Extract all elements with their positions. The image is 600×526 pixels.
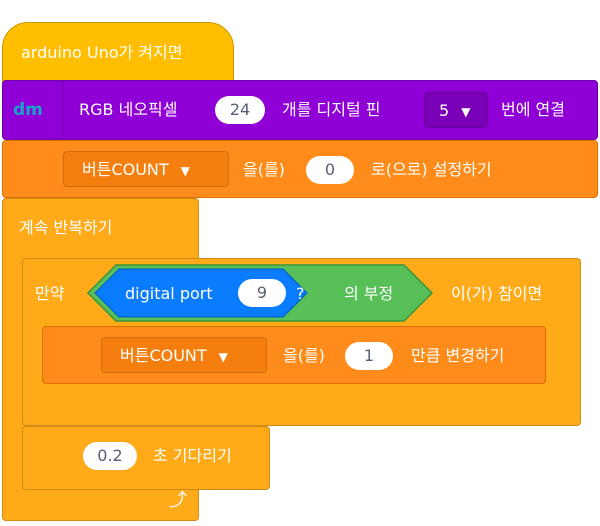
set-variable-dropdown[interactable]: 버튼COUNT ▼ <box>63 151 229 187</box>
when-arduino-starts-block[interactable]: arduino Uno가 켜지면 <box>2 22 234 86</box>
set-suffix: 로(으로) 설정하기 <box>371 160 492 179</box>
set-particle: 을(를) <box>243 160 285 179</box>
change-particle: 을(를) <box>283 346 325 365</box>
forever-label: 계속 반복하기 <box>19 218 113 237</box>
digital-port-label: digital port <box>125 284 213 303</box>
variable-name: 버튼COUNT <box>120 346 207 365</box>
set-variable-block[interactable]: 버튼COUNT ▼ 을(를) 0 로(으로) 설정하기 <box>2 140 598 198</box>
not-label: 의 부정 <box>344 284 394 303</box>
dropdown-arrow-icon: ▼ <box>180 164 190 178</box>
neopixel-middle: 개를 디지털 핀 <box>282 100 381 119</box>
change-variable-dropdown[interactable]: 버튼COUNT ▼ <box>101 337 267 373</box>
pixel-count-input[interactable]: 24 <box>215 96 265 124</box>
dropdown-arrow-icon: ▼ <box>218 350 228 364</box>
loop-arrow-icon: ⤴ <box>169 490 187 511</box>
pin-value: 5 <box>439 101 450 120</box>
change-amount-input[interactable]: 1 <box>345 342 393 370</box>
if-label: 만약 <box>35 284 65 303</box>
wait-seconds-input[interactable]: 0.2 <box>83 442 137 470</box>
set-value-input[interactable]: 0 <box>306 156 354 184</box>
dm-logo-icon: dm <box>13 100 43 120</box>
if-then-label: 이(가) 참이면 <box>451 284 543 303</box>
pin-dropdown[interactable]: 5▼ <box>424 92 488 128</box>
neopixel-connect-block[interactable]: dm RGB 네오픽셀 24 개를 디지털 핀 5▼ 번에 연결 <box>2 80 598 140</box>
wait-suffix: 초 기다리기 <box>153 446 232 465</box>
question-mark: ? <box>296 284 305 303</box>
variable-name: 버튼COUNT <box>82 160 169 179</box>
change-suffix: 만큼 변경하기 <box>411 346 505 365</box>
hat-label: arduino Uno가 켜지면 <box>21 43 183 62</box>
wait-block[interactable]: 0.2 초 기다리기 <box>22 426 270 490</box>
change-variable-block[interactable]: 버튼COUNT ▼ 을(를) 1 만큼 변경하기 <box>42 326 546 384</box>
neopixel-prefix: RGB 네오픽셀 <box>79 100 178 119</box>
port-input[interactable]: 9 <box>238 279 286 307</box>
dropdown-arrow-icon: ▼ <box>461 105 471 119</box>
neopixel-suffix: 번에 연결 <box>501 100 565 119</box>
